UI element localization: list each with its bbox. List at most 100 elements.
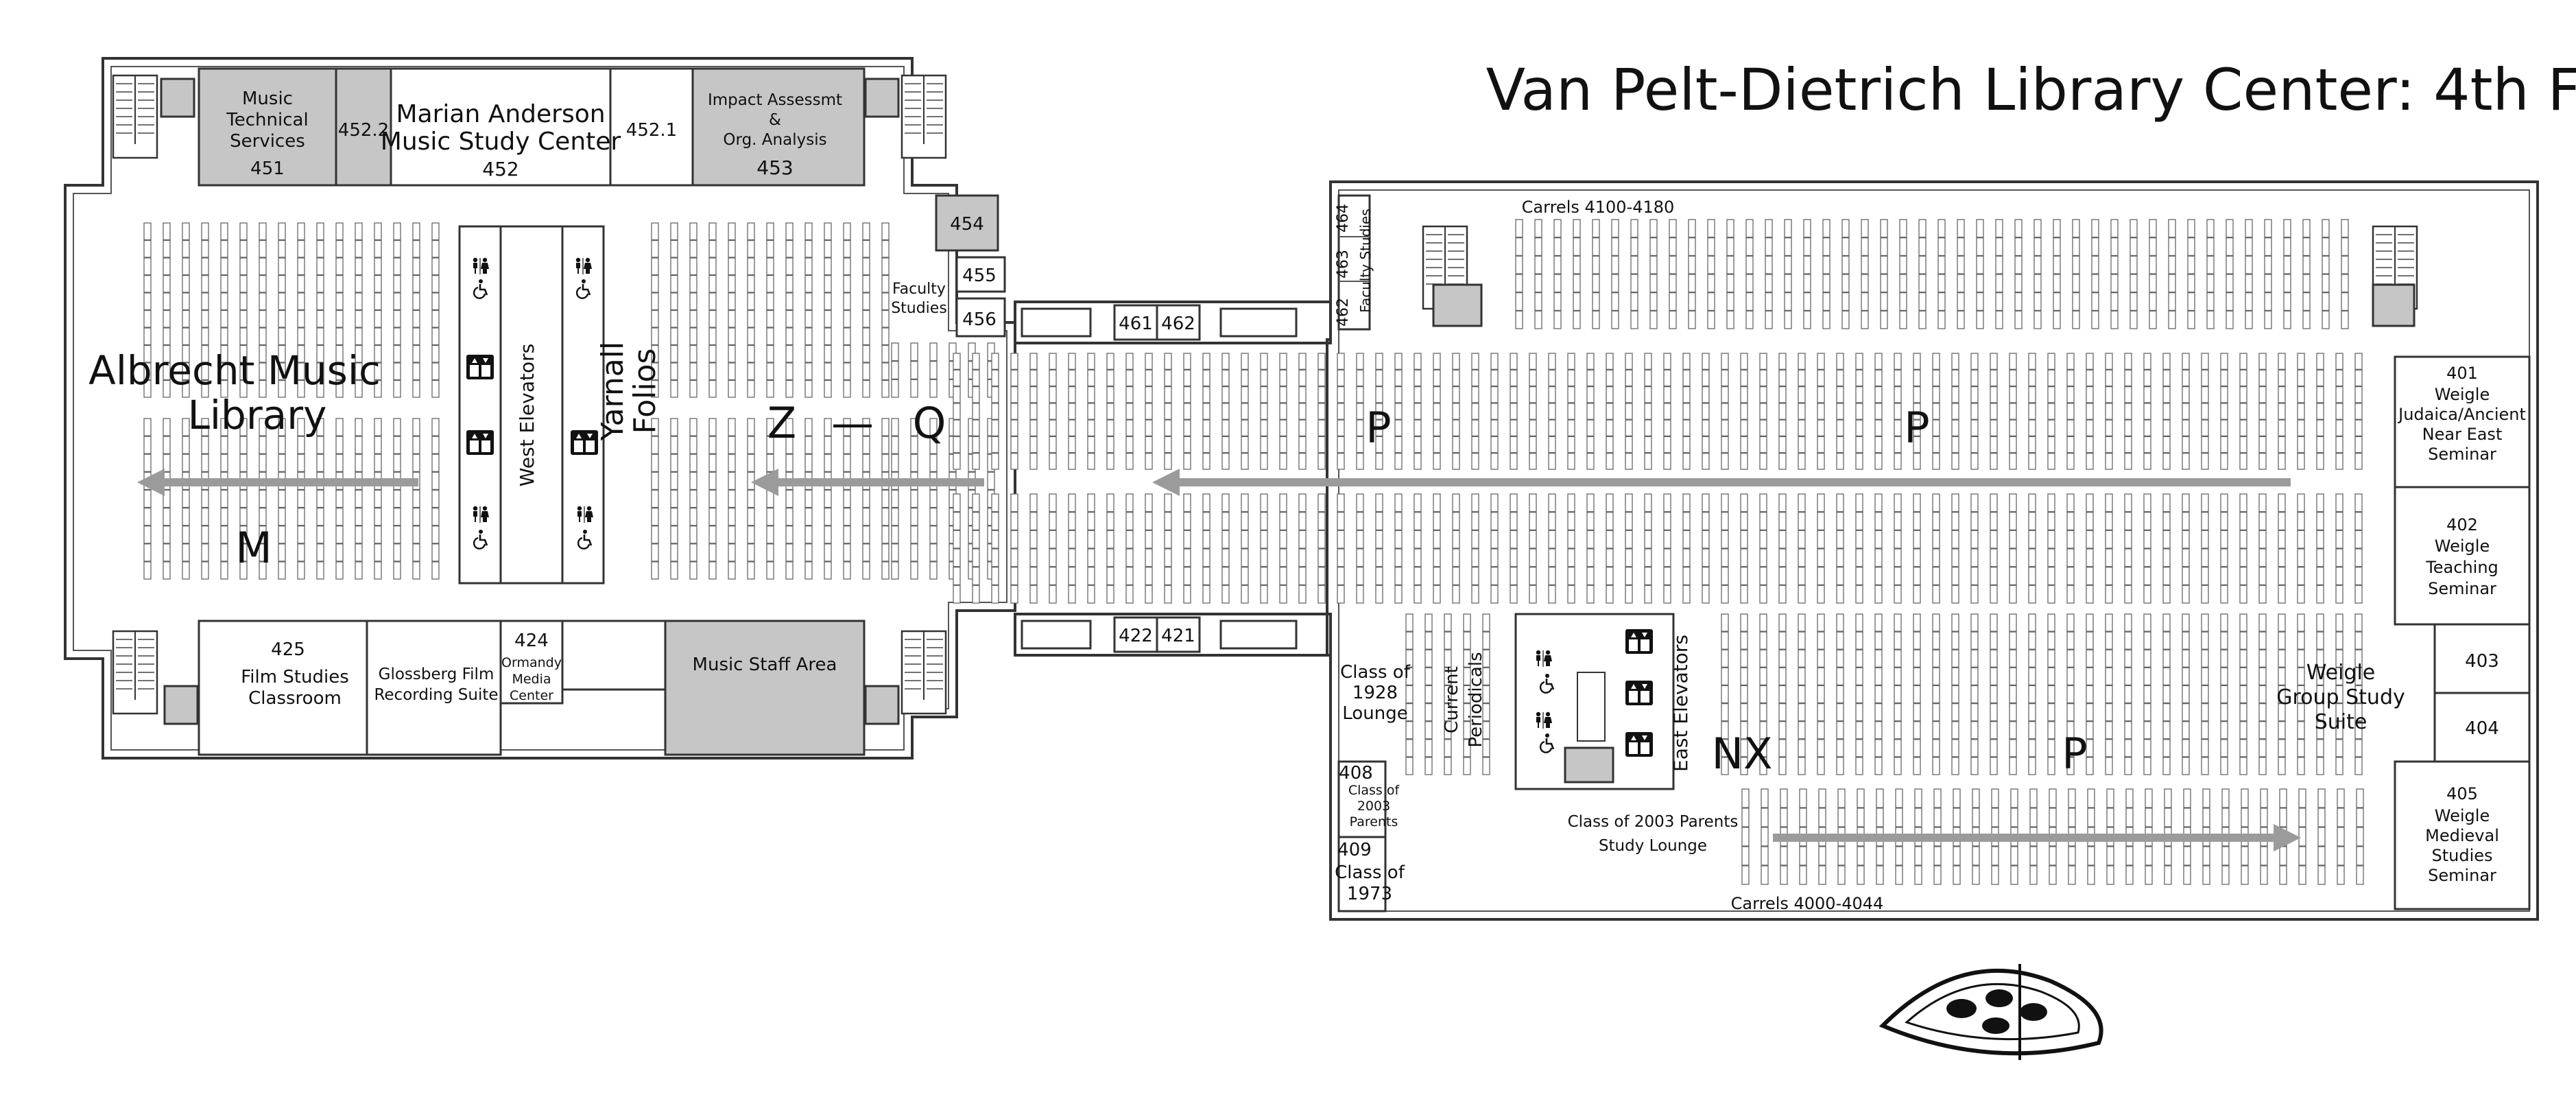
book-stack bbox=[182, 309, 190, 328]
book-stack bbox=[1995, 310, 2003, 329]
elevator-icon[interactable] bbox=[466, 430, 494, 455]
book-stack bbox=[2245, 310, 2253, 329]
room-422[interactable] bbox=[1113, 616, 1158, 653]
book-stack bbox=[2014, 255, 2023, 274]
book-stack bbox=[1068, 585, 1076, 604]
room-405[interactable] bbox=[2394, 760, 2531, 910]
book-stack bbox=[1164, 386, 1172, 403]
book-stack bbox=[2143, 353, 2151, 370]
room-456[interactable] bbox=[955, 297, 1006, 338]
book-stack bbox=[393, 257, 401, 276]
book-stack bbox=[1241, 403, 1249, 420]
book-stack bbox=[1702, 369, 1710, 387]
book-stack bbox=[1444, 685, 1452, 704]
book-stack bbox=[1106, 585, 1114, 604]
room-421-number: 421 bbox=[1161, 626, 1195, 646]
book-stack bbox=[1356, 493, 1364, 513]
book-stack bbox=[804, 507, 813, 526]
room-408[interactable] bbox=[1337, 760, 1387, 838]
glossberg-suite[interactable] bbox=[366, 620, 502, 756]
room-402[interactable] bbox=[2394, 486, 2531, 626]
book-stack bbox=[2047, 631, 2055, 650]
room-453[interactable] bbox=[691, 67, 866, 187]
book-stack bbox=[2297, 419, 2305, 437]
book-stack bbox=[220, 327, 228, 346]
faculty-studies-east[interactable] bbox=[1337, 194, 1371, 331]
book-stack bbox=[278, 379, 286, 398]
room-451-label: Technical bbox=[226, 110, 308, 130]
room-452[interactable] bbox=[390, 67, 612, 187]
book-stack bbox=[1463, 721, 1471, 740]
room-455[interactable] bbox=[955, 256, 1006, 293]
book-stack bbox=[728, 379, 736, 398]
book-stack bbox=[1951, 386, 1959, 403]
book-stack bbox=[1970, 631, 1979, 650]
book-stack bbox=[1337, 403, 1345, 420]
book-stack bbox=[1913, 369, 1921, 387]
book-stack bbox=[991, 386, 999, 403]
book-stack bbox=[1855, 567, 1863, 586]
elevator-icon[interactable] bbox=[571, 430, 598, 455]
book-stack bbox=[1669, 292, 1677, 311]
book-stack bbox=[1836, 721, 1844, 740]
book-stack bbox=[1183, 436, 1191, 454]
book-stack bbox=[972, 548, 980, 567]
book-stack bbox=[1913, 548, 1921, 567]
book-stack bbox=[1548, 567, 1556, 586]
book-stack bbox=[143, 239, 152, 258]
elevator-icon[interactable] bbox=[1625, 681, 1653, 705]
book-stack bbox=[972, 567, 980, 586]
book-stack bbox=[1740, 419, 1748, 437]
book-stack bbox=[335, 292, 344, 311]
book-stack bbox=[1471, 548, 1479, 567]
book-stack bbox=[1688, 237, 1696, 257]
book-stack bbox=[1836, 403, 1844, 420]
book-stack bbox=[1855, 419, 1863, 437]
room-461[interactable] bbox=[1113, 304, 1158, 341]
book-stack bbox=[1553, 310, 1562, 329]
book-stack bbox=[220, 454, 228, 472]
room-425[interactable] bbox=[198, 620, 368, 756]
book-stack bbox=[1899, 219, 1907, 238]
book-stack bbox=[1444, 649, 1452, 668]
book-stack bbox=[1337, 512, 1345, 531]
book-stack bbox=[2145, 788, 2153, 808]
book-stack bbox=[2201, 436, 2209, 454]
book-stack bbox=[1567, 548, 1575, 567]
book-stack bbox=[728, 418, 736, 436]
book-stack bbox=[1183, 493, 1191, 513]
book-stack bbox=[881, 309, 890, 328]
book-stack bbox=[1573, 219, 1581, 238]
book-stack bbox=[220, 543, 228, 562]
book-stack bbox=[953, 386, 961, 403]
book-stack bbox=[1798, 530, 1806, 549]
room-421[interactable] bbox=[1156, 616, 1201, 653]
book-stack bbox=[708, 309, 717, 328]
book-stack bbox=[1990, 613, 1998, 632]
book-stack bbox=[651, 327, 659, 346]
book-stack bbox=[2201, 512, 2209, 531]
book-stack bbox=[929, 454, 938, 472]
room-403[interactable] bbox=[2433, 623, 2531, 694]
room-451[interactable] bbox=[198, 67, 337, 187]
room-452-1[interactable] bbox=[609, 67, 694, 187]
room-402-number: 402 bbox=[2446, 515, 2478, 534]
room-454[interactable] bbox=[935, 194, 999, 252]
elevator-icon[interactable] bbox=[466, 355, 494, 379]
book-stack bbox=[1356, 548, 1364, 567]
book-stack bbox=[1106, 386, 1114, 403]
elevator-icon[interactable] bbox=[1625, 629, 1653, 654]
room-462-bridge[interactable] bbox=[1156, 304, 1201, 341]
room-404[interactable] bbox=[2433, 692, 2531, 763]
room-409[interactable] bbox=[1337, 836, 1387, 912]
book-stack bbox=[2220, 585, 2228, 604]
book-stack bbox=[278, 543, 286, 562]
book-stack bbox=[1125, 353, 1134, 370]
music-staff-area[interactable] bbox=[664, 620, 866, 756]
book-stack bbox=[2182, 649, 2190, 668]
elevator-icon[interactable] bbox=[1625, 732, 1653, 757]
book-stack bbox=[2354, 585, 2363, 604]
book-stack bbox=[1337, 585, 1345, 604]
west-wing-wall bbox=[64, 57, 1016, 760]
book-stack bbox=[2201, 403, 2209, 420]
